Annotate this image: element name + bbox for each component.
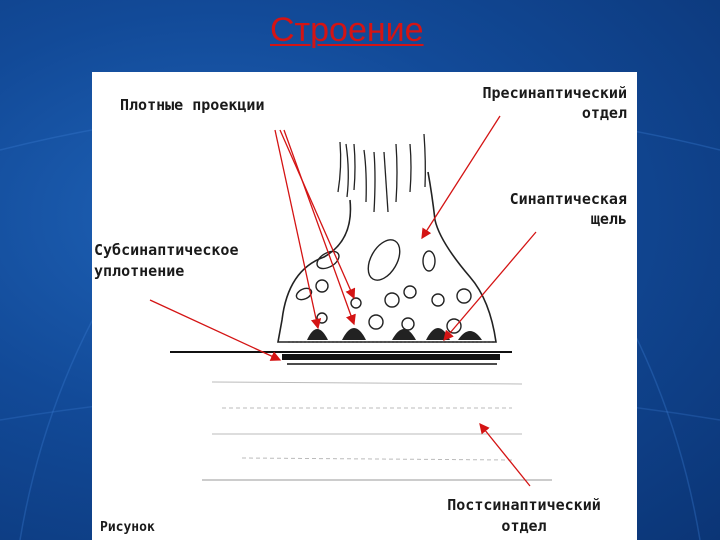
subsynaptic-label-line1: Субсинаптическое	[94, 241, 239, 259]
figure-panel: Плотные проекции Пресинаптический отдел …	[92, 72, 637, 540]
cleft-label-line1: Синаптическая	[509, 190, 627, 208]
postsynaptic-label-line1: Постсинаптический	[447, 496, 601, 514]
subsynaptic-label-line2: уплотнение	[94, 262, 185, 280]
cleft-label-line2: щель	[590, 210, 627, 228]
synaptic-cleft	[170, 341, 512, 365]
dense-projections-label: Плотные проекции	[120, 96, 265, 114]
figure-caption: Рисунок	[100, 520, 155, 535]
annotation-arrows	[149, 115, 537, 487]
dense-projections	[307, 328, 482, 340]
postsynaptic-lines	[202, 381, 552, 481]
axon-fibers	[337, 133, 426, 213]
postsynaptic-label-line2: отдел	[501, 517, 547, 535]
presynaptic-bouton	[277, 171, 497, 343]
synaptic-vesicles	[295, 239, 472, 334]
slide-title: Строение	[270, 11, 424, 49]
synapse-drawing	[149, 115, 552, 487]
presynaptic-label-line1: Пресинаптический	[482, 84, 628, 102]
presynaptic-label-line2: отдел	[581, 104, 627, 122]
